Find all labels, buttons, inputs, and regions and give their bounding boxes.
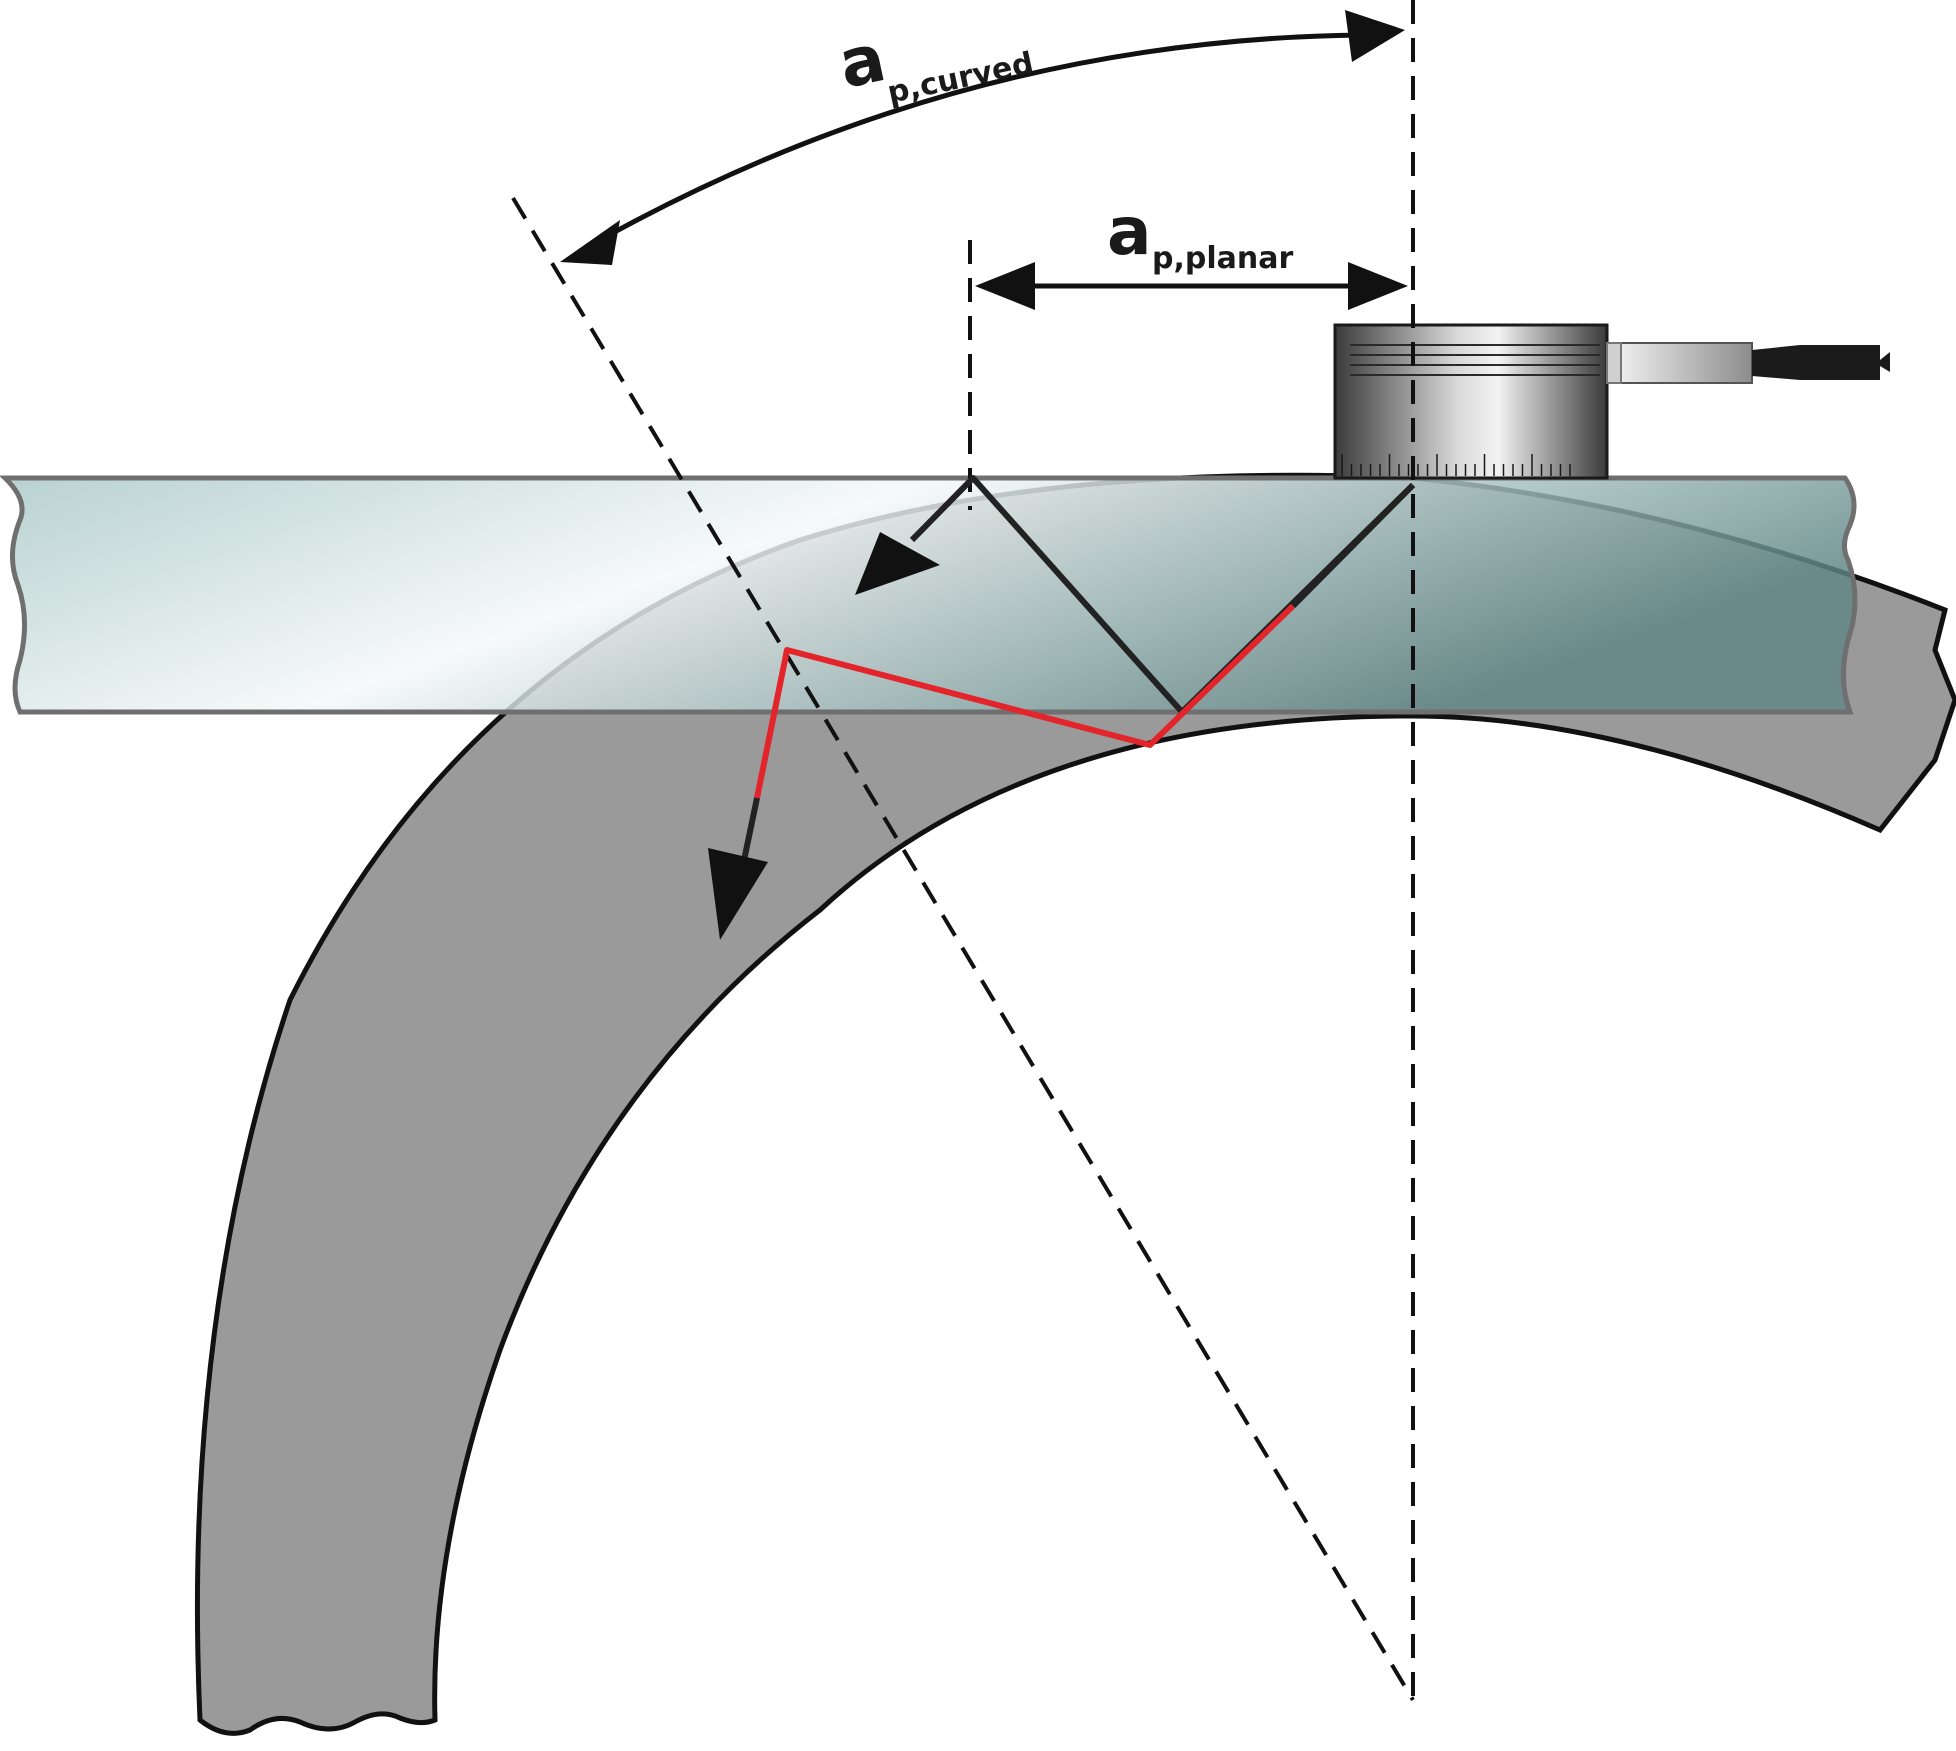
pipe-body xyxy=(194,472,1956,1736)
curved-label-main: a xyxy=(832,19,892,104)
curved-arc-arrow-right xyxy=(1345,10,1405,62)
reference-lines xyxy=(511,0,1415,1702)
probe-scale-ticks xyxy=(1341,454,1571,476)
probe-rings xyxy=(1350,344,1600,376)
ultrasonic-probe xyxy=(1333,323,1890,480)
probe-housing xyxy=(1333,323,1609,480)
curved-label-sub: p,curved xyxy=(884,46,1036,111)
planar-arrow-left xyxy=(975,262,1035,310)
probe-cable xyxy=(1752,345,1890,380)
planar-dimension: a p,planar xyxy=(975,193,1408,310)
planar-arrow-right xyxy=(1348,262,1408,310)
planar-ray-arrowhead xyxy=(855,532,940,595)
planar-label-main: a xyxy=(1107,193,1152,270)
curved-pipe-wall xyxy=(194,472,1956,1736)
probe-connector xyxy=(1616,342,1753,384)
curved-radial-line xyxy=(511,196,1415,1702)
planar-plate xyxy=(0,475,1858,715)
curved-dimension-arc xyxy=(598,32,1361,243)
curved-dimension: a p,curved xyxy=(560,10,1405,265)
plate-body xyxy=(0,475,1858,715)
curved-arc-arrow-left xyxy=(560,220,620,265)
curved-ray-arrowhead xyxy=(708,848,768,940)
planar-label-sub: p,planar xyxy=(1152,241,1293,276)
curved-ray-path xyxy=(754,603,1296,799)
